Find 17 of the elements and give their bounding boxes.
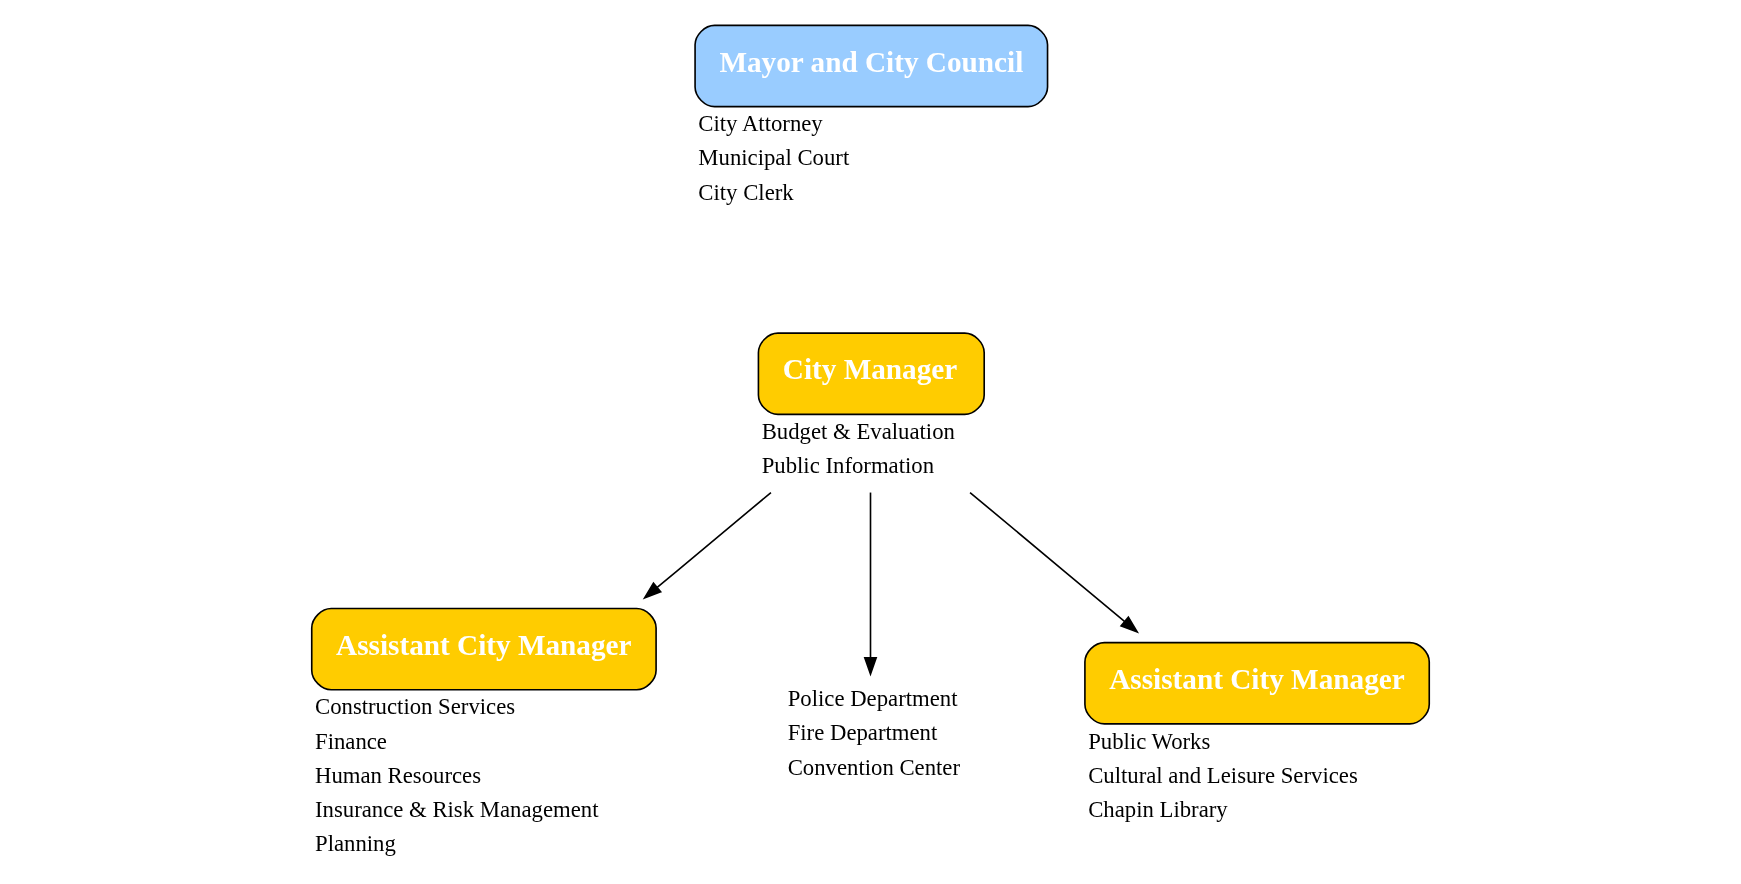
node-label: Construction Services bbox=[314, 694, 516, 720]
node-label: Chapin Library bbox=[1088, 796, 1228, 822]
arrow bbox=[863, 491, 878, 677]
node-label: Budget & Evaluation bbox=[761, 419, 955, 445]
node-label: Public Information bbox=[761, 453, 935, 479]
node-label: Municipal Court bbox=[698, 145, 850, 171]
node-text: Police Department Fire Department Convention Center bbox=[787, 686, 961, 780]
node-label: Human Resources bbox=[314, 762, 482, 788]
arrow bbox=[642, 491, 772, 600]
node-label: Public Works bbox=[1088, 728, 1211, 754]
node-label: Insurance & Risk Management bbox=[314, 796, 599, 822]
node-label: Finance bbox=[314, 728, 387, 754]
arrow bbox=[969, 491, 1140, 634]
node-label: City Clerk bbox=[698, 179, 794, 205]
node-label: City Attorney bbox=[698, 111, 823, 137]
node-label: Planning bbox=[314, 830, 396, 856]
node-label: Cultural and Leisure Services bbox=[1088, 762, 1358, 788]
